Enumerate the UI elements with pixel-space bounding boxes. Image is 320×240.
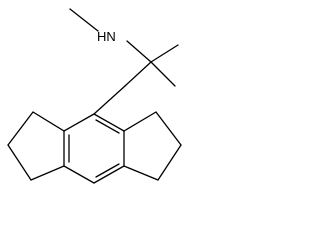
benzene-bond-top-left: [63, 113, 95, 132]
bond-methyl-n: [69, 8, 99, 32]
left-ring-bond-outer-top: [7, 111, 34, 146]
right-ring-bond-bottom: [123, 165, 159, 181]
benzene-inner-bond-top-right: [95, 119, 120, 134]
bond-quaternary-methyl-bottom: [150, 61, 176, 87]
left-ring-bond-outer-bottom: [7, 144, 32, 181]
benzene-bond-top-right: [93, 113, 125, 132]
bond-n-quaternary-carbon: [126, 40, 152, 63]
right-ring-bond-outer-top: [155, 111, 182, 146]
chemical-structure: HN: [7, 8, 182, 184]
benzene-inner-bond-bottom-right: [95, 163, 120, 178]
bond-quaternary-ch2: [124, 61, 152, 87]
right-ring-bond-top: [123, 111, 157, 132]
right-ring-bond-outer-bottom: [157, 144, 182, 181]
bond-ch2-ring: [93, 85, 126, 115]
left-ring-bond-bottom: [30, 165, 65, 181]
benzene-bond-bottom-left: [63, 165, 95, 184]
left-ring-bond-top: [32, 111, 65, 132]
nitrogen-label: HN: [97, 29, 116, 44]
benzene-bond-bottom-right: [93, 165, 125, 184]
bond-quaternary-methyl-top: [150, 44, 179, 63]
